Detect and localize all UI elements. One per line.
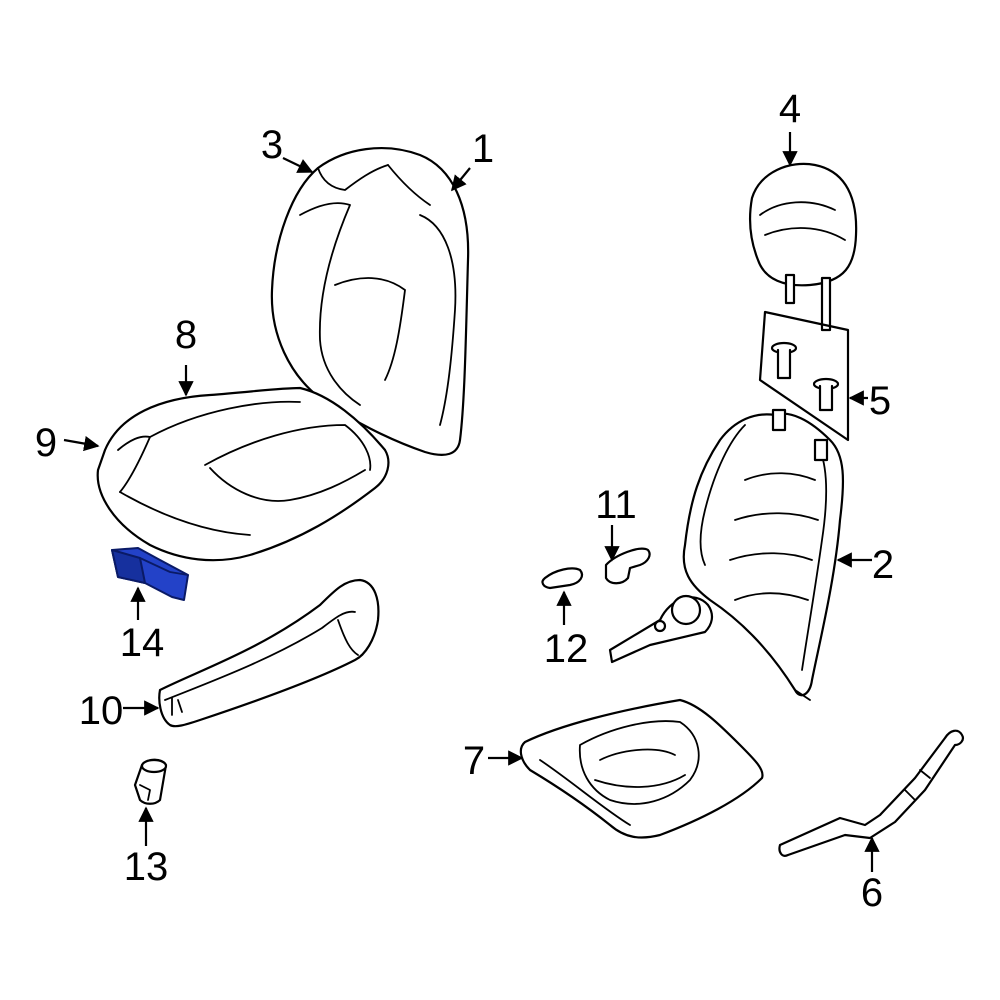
cap-part[interactable] [541,567,584,590]
callout-4[interactable]: 4 [779,87,801,131]
seat-cushion-part[interactable] [96,386,390,562]
callout-8[interactable]: 8 [175,313,197,357]
callout-2[interactable]: 2 [872,543,894,587]
seat-back-cover-part[interactable] [270,147,470,456]
headrest-part[interactable] [748,162,858,332]
leader-9 [63,436,100,452]
callout-3[interactable]: 3 [261,123,283,167]
headrest-guide-part[interactable] [758,310,850,442]
leader-3 [282,157,314,173]
side-shield-part[interactable] [158,578,380,728]
callout-9[interactable]: 9 [35,421,57,465]
seat-pad-part[interactable] [519,698,764,839]
callout-7[interactable]: 7 [463,739,485,783]
cushion-pad-part-highlighted[interactable] [111,547,189,601]
callout-6[interactable]: 6 [861,871,883,915]
recliner-cable-part[interactable] [778,729,964,857]
callout-14[interactable]: 14 [120,621,165,665]
seat-back-frame-part[interactable] [608,408,845,701]
knob-part[interactable] [133,758,168,805]
callout-1[interactable]: 1 [472,127,494,171]
callout-5[interactable]: 5 [869,379,891,423]
callout-12[interactable]: 12 [544,627,589,671]
leader-1 [451,167,471,192]
callout-labels: 1 2 3 4 5 6 7 8 9 10 11 12 13 14 [35,87,894,915]
leader-lines [63,132,880,872]
callout-11[interactable]: 11 [595,483,637,527]
callout-13[interactable]: 13 [124,845,169,889]
callout-10[interactable]: 10 [79,689,124,733]
